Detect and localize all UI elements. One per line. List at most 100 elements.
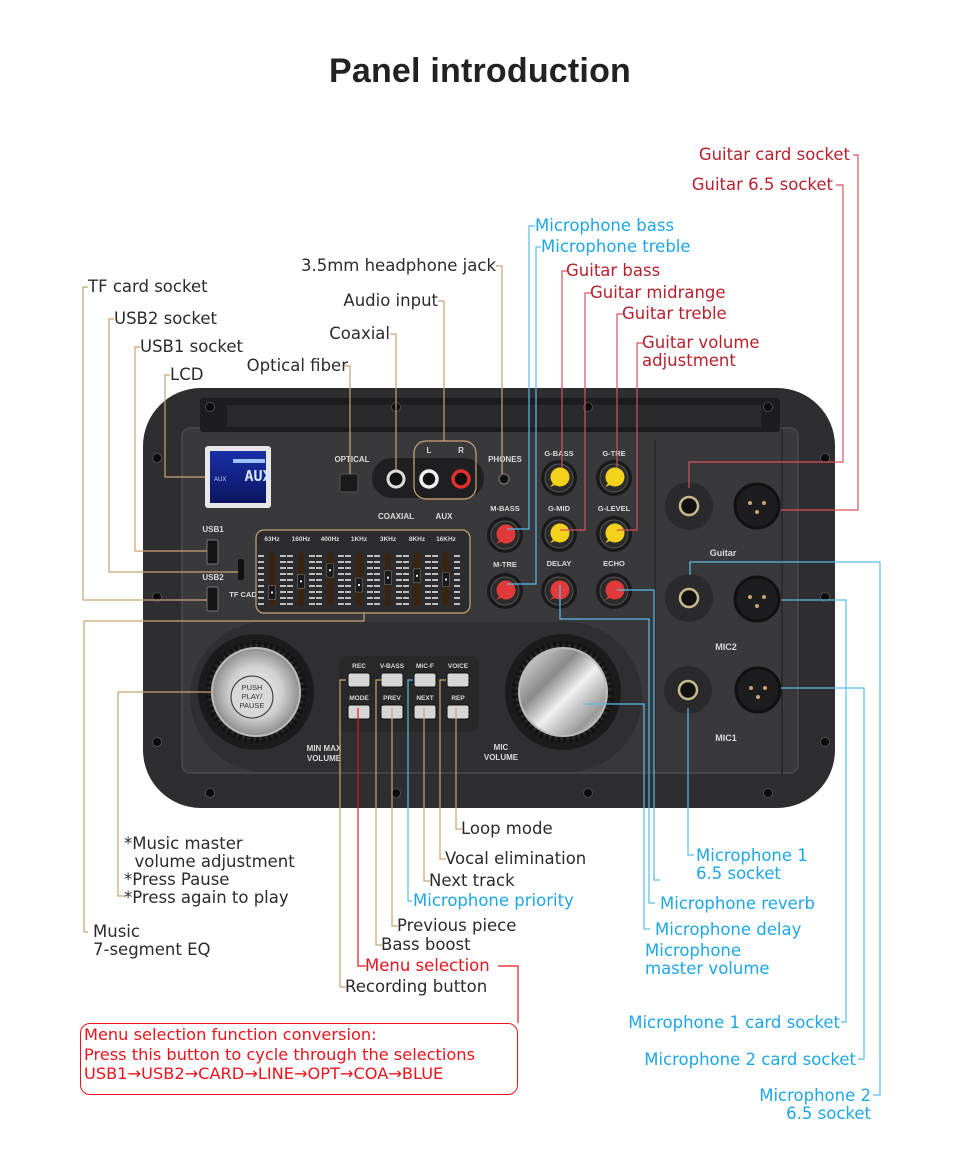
tf-card-slot	[238, 559, 244, 580]
optical-port	[339, 473, 359, 493]
callout-guitar-treble: Guitar treble	[622, 304, 727, 323]
callout-menu-selection: Menu selection	[365, 956, 490, 975]
svg-text:PAUSE: PAUSE	[240, 701, 265, 710]
lcd-display: AUX AUX	[205, 446, 272, 508]
menu-note-line1: Menu selection function conversion:	[84, 1025, 377, 1044]
eq-band-label: 3KHz	[380, 536, 397, 543]
svg-text:PHONES: PHONES	[488, 455, 522, 464]
svg-text:MIC2: MIC2	[715, 642, 737, 652]
g-mid-knob[interactable]	[541, 516, 577, 552]
knob-label: G-MID	[548, 504, 571, 513]
mic1-xlr-socket	[734, 666, 782, 714]
svg-text:PUSH: PUSH	[242, 683, 263, 692]
eq-band-label: 16KHz	[436, 536, 457, 543]
callout-guitar-65-socket: Guitar 6.5 socket	[691, 175, 833, 194]
button-mic-f[interactable]	[413, 672, 437, 688]
button-label: NEXT	[416, 695, 433, 702]
callout-mic-bass: Microphone bass	[535, 216, 675, 235]
callout-recording-button: Recording button	[345, 977, 488, 996]
button-voice[interactable]	[446, 672, 470, 688]
eq-band-label: 1KHz	[351, 536, 368, 543]
button-rec[interactable]	[347, 672, 371, 688]
guitar-xlr-socket	[733, 482, 781, 530]
knob-label: DELAY	[547, 559, 572, 568]
coaxial-jack	[386, 469, 406, 489]
callout-guitar-midrange: Guitar midrange	[590, 283, 726, 302]
callout-guitar-bass: Guitar bass	[566, 261, 661, 280]
button-label: REP	[451, 695, 465, 702]
knob-label: G-BASS	[544, 449, 573, 458]
callout-loop-mode: Loop mode	[461, 819, 553, 838]
button-label: PREV	[383, 695, 401, 702]
svg-text:MIN MAX: MIN MAX	[307, 744, 342, 753]
master-volume-knob: PUSH PLAY/ PAUSE	[198, 634, 314, 750]
g-bass-knob[interactable]	[541, 460, 577, 496]
callout-optical-fiber: Optical fiber	[246, 356, 348, 375]
m-bass-knob[interactable]	[487, 517, 523, 553]
button-v-bass[interactable]	[380, 672, 404, 688]
g-tre-knob[interactable]	[596, 460, 632, 496]
callout-audio-input: Audio input	[343, 291, 438, 310]
optical-label: OPTICAL	[334, 455, 369, 464]
callout-previous-piece: Previous piece	[397, 916, 517, 935]
mic-volume-knob	[505, 634, 621, 750]
callout-usb1-socket: USB1 socket	[140, 337, 243, 356]
button-next[interactable]	[413, 704, 437, 720]
eq-slider-track	[327, 553, 333, 606]
usb1-port	[206, 539, 219, 565]
page-title: Panel introduction	[328, 52, 632, 90]
callout-mic-priority: Microphone priority	[413, 891, 574, 910]
aux-l-jack	[419, 469, 439, 489]
m-tre-knob[interactable]	[487, 573, 523, 609]
menu-selection-note: Menu selection function conversion: Pres…	[80, 1023, 518, 1095]
delay-knob[interactable]	[541, 573, 577, 609]
knob-label: M-TRE	[493, 560, 517, 569]
knob-label: G-LEVEL	[598, 504, 631, 513]
lcd-big-text: AUX	[244, 467, 271, 485]
usb2-port	[206, 586, 219, 612]
button-label: MIC-F	[416, 663, 434, 670]
mic2-xlr-socket	[733, 575, 781, 623]
eq-slider-track	[269, 553, 275, 606]
callout-lcd: LCD	[170, 365, 204, 384]
headphone-jack	[498, 473, 510, 485]
button-rep[interactable]	[446, 704, 470, 720]
svg-text:L: L	[427, 446, 432, 455]
screw-holes	[152, 402, 830, 798]
aux-r-jack	[451, 469, 471, 489]
eq-band-label: 400Hz	[321, 536, 341, 543]
lcd-small-text: AUX	[214, 477, 226, 483]
button-mode[interactable]	[347, 704, 371, 720]
mic1-65-jack	[664, 666, 712, 714]
svg-text:MIC1: MIC1	[715, 733, 737, 743]
eq-band-label: 8KHz	[409, 536, 426, 543]
callout-usb2-socket: USB2 socket	[114, 309, 217, 328]
eq-band-label: 160Hz	[292, 536, 312, 543]
callout-tf-card-socket: TF card socket	[88, 277, 208, 296]
knob-label: ECHO	[603, 559, 625, 568]
menu-note-line3: USB1→USB2→CARD→LINE→OPT→COA→BLUE	[84, 1064, 444, 1083]
callout-mic1-card-socket: Microphone 1 card socket	[628, 1013, 840, 1032]
callout-music-master-volume: *Music master volume adjustment*Press Pa…	[124, 834, 295, 907]
button-label: REC	[352, 663, 366, 670]
echo-knob[interactable]	[596, 573, 632, 609]
svg-text:USB2: USB2	[202, 573, 224, 582]
svg-text:VOLUME: VOLUME	[307, 754, 342, 763]
button-label: MODE	[349, 695, 369, 702]
svg-text:Guitar: Guitar	[710, 548, 737, 558]
g-level-knob[interactable]	[596, 516, 632, 552]
callout-headphone-jack: 3.5mm headphone jack	[300, 256, 496, 275]
callout-bass-boost: Bass boost	[381, 935, 471, 954]
svg-text:COAXIAL: COAXIAL	[378, 512, 414, 521]
button-pad	[339, 656, 479, 732]
leader-lines	[82, 154, 881, 1096]
svg-text:AUX: AUX	[436, 512, 454, 521]
